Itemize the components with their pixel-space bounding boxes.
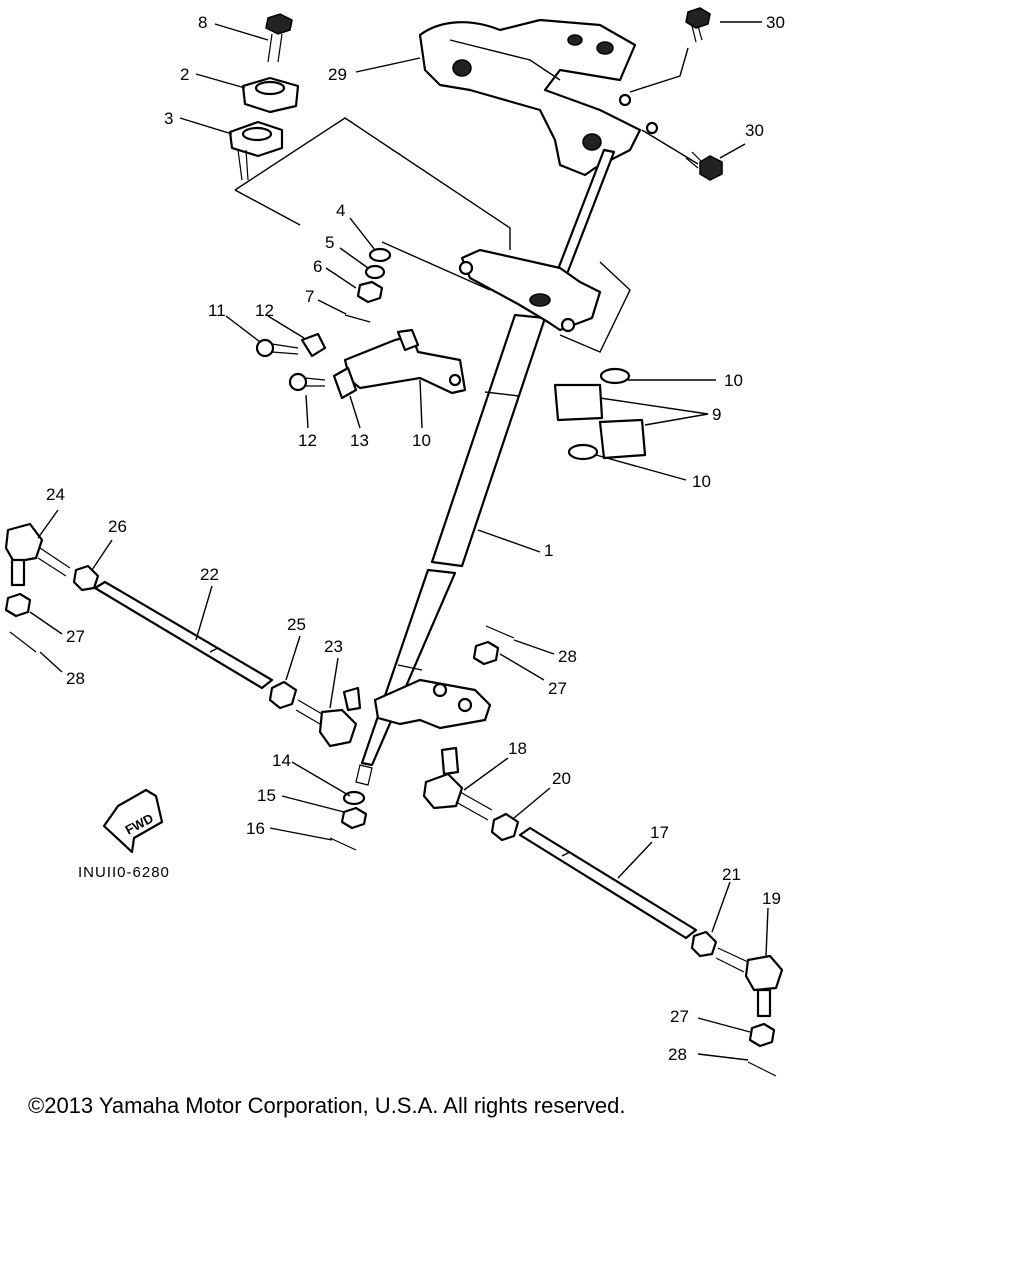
clamp-part: [300, 332, 327, 358]
bolt-part: [685, 151, 723, 181]
tie-rod-left-part: [93, 580, 274, 690]
label-10: 10: [692, 472, 711, 491]
cotter-pin-part: [9, 631, 37, 653]
label-17: 17: [650, 823, 669, 842]
label-26: 26: [108, 517, 127, 536]
label-19: 19: [762, 889, 781, 908]
castle-nut-part: [4, 592, 32, 618]
assembly-outline: [234, 117, 511, 250]
cotter-pin-part: [329, 837, 357, 851]
label-20: 20: [552, 769, 571, 788]
label-12: 11: [208, 301, 226, 320]
label-4: 4: [336, 201, 345, 220]
cotter-pin-part: [344, 314, 371, 323]
nut-part: [356, 280, 384, 304]
label-3: 3: [164, 109, 173, 128]
label-13: 12: [255, 301, 274, 320]
label-10: 10: [724, 371, 743, 390]
copyright-notice: ©2013 Yamaha Motor Corporation, U.S.A. A…: [28, 1093, 626, 1118]
label-25: 25: [287, 615, 306, 634]
part-labels: 8 2 3 29 30 30 4 5 6 7 11 12 12 13 10 10…: [46, 13, 785, 1064]
label-24: 24: [46, 485, 65, 504]
bolt-part: [255, 338, 299, 358]
label-15: 15: [257, 786, 276, 805]
cotter-pin-part: [747, 1061, 777, 1077]
steering-column-part: [355, 148, 616, 786]
label-7: 7: [305, 287, 314, 306]
label-2: 2: [180, 65, 189, 84]
bolt-part: [265, 13, 293, 63]
label-30: 30: [766, 13, 785, 32]
washer-part: [364, 264, 386, 280]
column-bracket-part: [458, 248, 602, 333]
castle-nut-part: [472, 640, 500, 666]
label-27: 27: [670, 1007, 689, 1026]
tie-rod-end-part: [295, 686, 362, 748]
tie-rod-end-part: [715, 947, 784, 1018]
washer-part: [368, 247, 392, 263]
label-29: 29: [328, 65, 347, 84]
washer-part: [567, 443, 599, 461]
label-27: 27: [548, 679, 567, 698]
handlebar-holder-part: [418, 18, 659, 177]
label-22: 22: [200, 565, 219, 584]
label-21: 21: [722, 865, 741, 884]
upper-holder-part: [241, 76, 300, 114]
column-holder-bracket-part: [343, 328, 467, 395]
label-12: 12: [298, 431, 317, 450]
bolt-part: [685, 7, 711, 43]
locknut-part: [490, 812, 520, 842]
pitman-arm-part: [373, 678, 492, 730]
bushing-part: [553, 383, 604, 422]
label-18: 18: [508, 739, 527, 758]
tie-rod-end-part: [4, 522, 71, 587]
locknut-part: [72, 564, 100, 592]
assembly-outline: [381, 241, 631, 353]
washer-part: [599, 367, 631, 385]
label-14: 14: [272, 751, 291, 770]
label-27: 27: [66, 627, 85, 646]
leader-lines: [29, 21, 769, 1061]
label-11: 10: [412, 431, 431, 450]
label-13: 13: [350, 431, 369, 450]
locknut-part: [268, 680, 298, 710]
label-28: 28: [558, 647, 577, 666]
label-23: 23: [324, 637, 343, 656]
nut-part: [340, 806, 368, 830]
label-6: 6: [313, 257, 322, 276]
lower-holder-part: [228, 120, 284, 181]
bushing-part: [598, 418, 647, 460]
tie-rod-end-part: [422, 746, 493, 821]
label-8: 8: [198, 13, 207, 32]
label-28: 28: [66, 669, 85, 688]
label-1: 1: [544, 541, 553, 560]
label-16: 16: [246, 819, 265, 838]
label-30: 30: [745, 121, 764, 140]
label-28: 28: [668, 1045, 687, 1064]
cotter-pin-part: [485, 625, 515, 639]
clamp-part: [332, 366, 358, 400]
label-9: 9: [712, 405, 721, 424]
castle-nut-part: [748, 1022, 776, 1048]
locknut-part: [690, 930, 718, 958]
tie-rod-right-part: [518, 826, 698, 940]
steering-exploded-diagram: 8 2 3 29 30 30 4 5 6 7 11 12 12 13 10 10…: [4, 7, 785, 1077]
bolt-part: [288, 372, 326, 392]
drawing-code: INUII0-6280: [78, 864, 170, 881]
label-5: 5: [325, 233, 334, 252]
fwd-arrow-icon: FWD: [102, 788, 164, 854]
